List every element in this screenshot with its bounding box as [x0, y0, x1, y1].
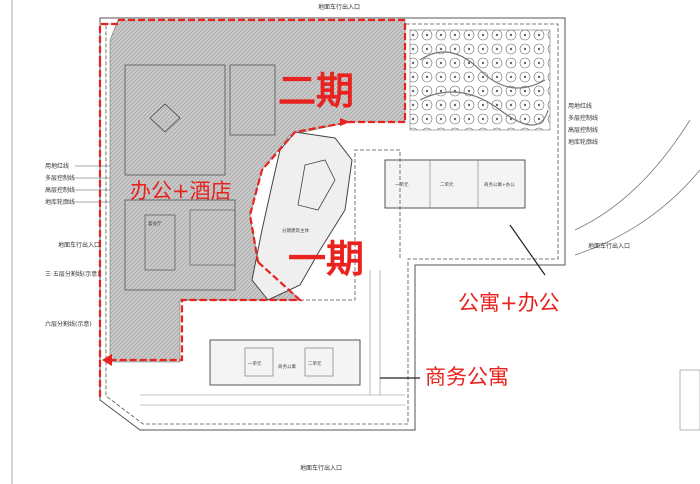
apt-unit-2: 二单元 [440, 181, 454, 188]
left-annotations: 用地红线 多层控制线 高层控制线 地库轮廓线 三·五层分割线(示意) 六层分割线… [45, 162, 110, 328]
phase-boundary-red-curve [248, 120, 405, 263]
right-annotation-0: 用地红线 [568, 102, 592, 110]
apartment-office-building [384, 159, 526, 209]
apt-unit-3: 商务公寓+办公 [484, 181, 515, 188]
business-unit-3: 二单元 [308, 360, 322, 367]
business-apartment-label: 商务公寓 [425, 365, 509, 389]
office-hotel-label: 办公+酒店 [130, 179, 232, 203]
phase2-building-a [124, 64, 226, 176]
right-neighbor-block [679, 369, 700, 431]
left-annotation-1: 多层控制线 [45, 174, 75, 182]
right-road-curve [574, 119, 691, 231]
landscape-garden [409, 29, 551, 131]
entrance-bottom: 地面车行出入口 [300, 464, 342, 472]
entrance-top: 地面车行出入口 [318, 3, 360, 11]
right-road-curve-2 [574, 169, 700, 256]
phase-boundary-red-top [118, 18, 407, 122]
red-arrow-top [340, 118, 350, 126]
phase2-label: 二期 [278, 69, 354, 113]
apt-unit-1: 一单元 [395, 181, 409, 188]
arrow-apartment-office [509, 224, 546, 276]
business-unit-1: 一单元 [248, 360, 262, 367]
left-annotation-0: 用地红线 [45, 162, 69, 170]
business-unit-2: 商务公寓 [278, 363, 296, 370]
phase1-tower-core [297, 159, 336, 211]
right-annotations: 用地红线 多层控制线 高层控制线 地库轮廓线 [568, 102, 598, 146]
hall-block [144, 214, 176, 271]
phase2-dome [149, 103, 181, 133]
internal-road [180, 149, 401, 301]
site-boundary-dash [105, 23, 559, 425]
parking-strip-bottom [140, 394, 405, 406]
phase-boundary-red-bottom [112, 261, 303, 362]
phase-boundary-red [98, 22, 118, 400]
garden-path-2 [419, 91, 549, 126]
left-annotation-5: 六层分割线(示意) [45, 320, 92, 328]
entrance-left: 地面车行出入口 [58, 241, 100, 249]
phase1-label: 一期 [288, 237, 364, 281]
apartment-office-label: 公寓+办公 [458, 291, 560, 315]
site-boundary [99, 17, 566, 431]
red-arrow-left [102, 354, 112, 366]
entrance-right: 地面车行出入口 [588, 242, 630, 250]
business-core-1 [244, 347, 274, 377]
parking-strip-right [369, 270, 381, 395]
right-annotation-3: 地库轮廓线 [568, 138, 598, 146]
phase1-tower-outline [251, 131, 353, 301]
right-annotation-1: 多层控制线 [568, 114, 598, 122]
hall-label: 宴会厅 [148, 220, 162, 227]
garden-path [419, 51, 546, 89]
left-annotation-3: 地库轮廓线 [45, 198, 75, 206]
left-annotation-2: 高层控制线 [45, 186, 75, 194]
phase2-building-b [229, 64, 276, 136]
business-core-2 [304, 347, 334, 377]
phase2-building-d [189, 209, 236, 266]
tower-label: 分期建筑主体 [282, 227, 309, 234]
left-annotation-4: 三·五层分割线(示意) [45, 270, 100, 278]
business-apartment-building [209, 339, 361, 386]
right-annotation-2: 高层控制线 [568, 126, 598, 134]
